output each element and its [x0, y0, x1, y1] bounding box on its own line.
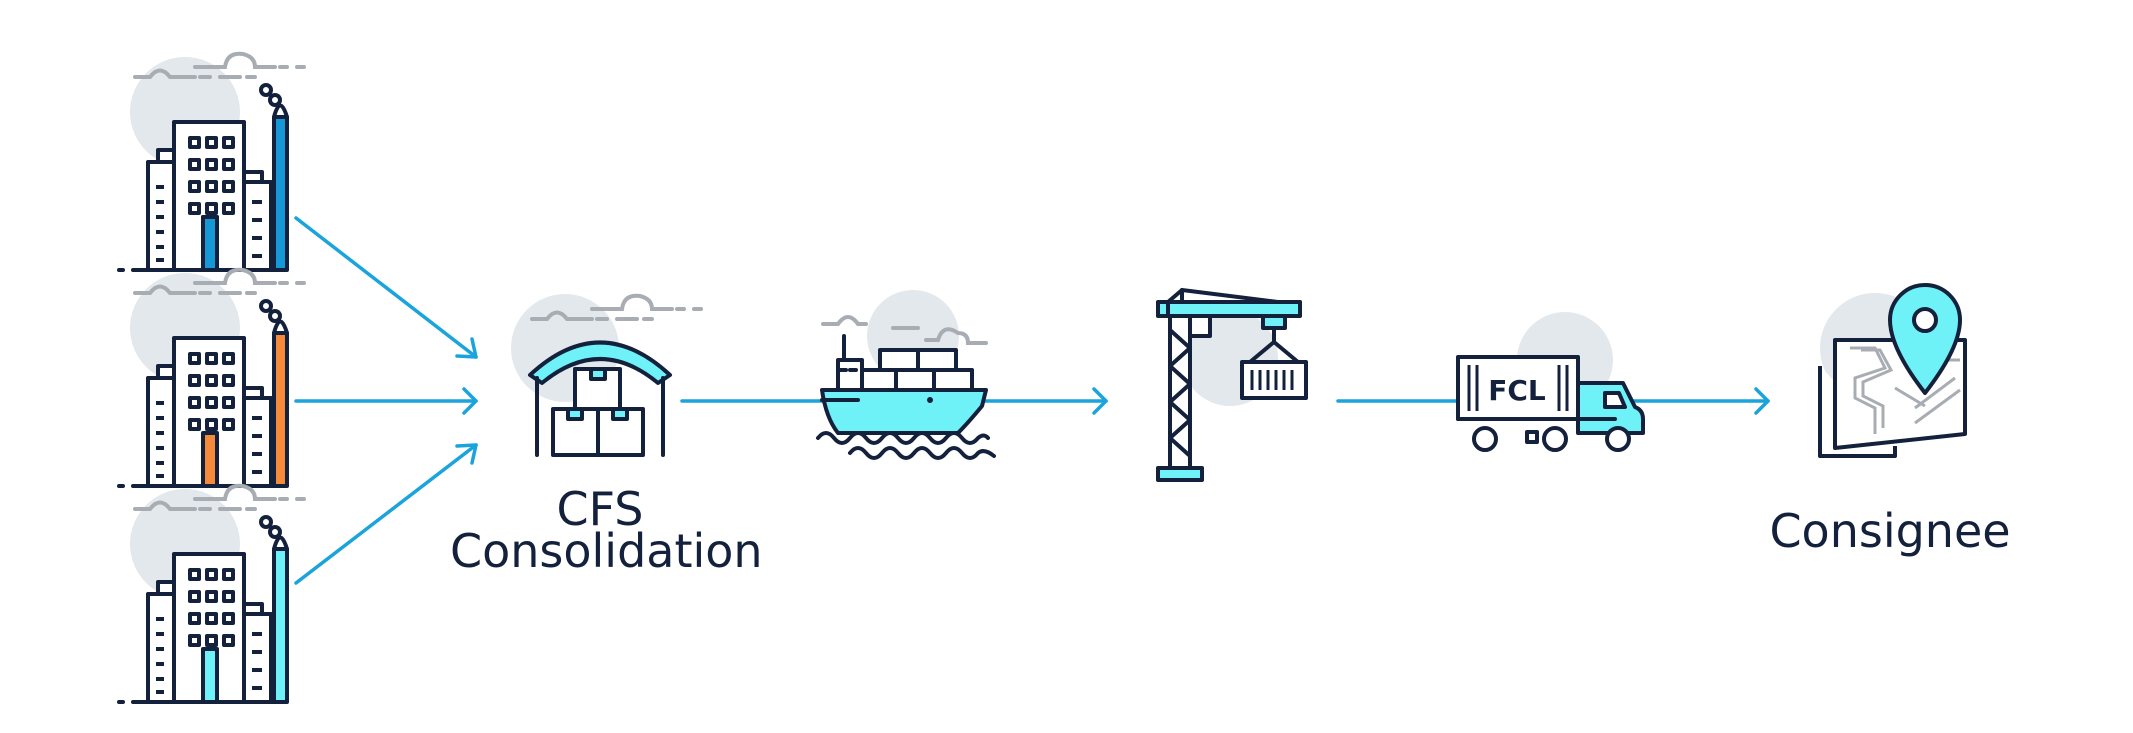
arrow-factory2-to-cfs	[294, 387, 478, 415]
factory-icon	[117, 267, 306, 488]
map-location-pin-icon	[1818, 283, 1967, 458]
factory-icon	[117, 483, 306, 704]
container-ship-icon	[816, 290, 996, 460]
cfs-consolidation-label: CFS Consolidation	[430, 482, 770, 578]
fcl-truck-icon: FCL	[1456, 312, 1645, 452]
arrow-port-to-consignee	[1336, 387, 1770, 415]
warehouse-icon	[511, 293, 703, 457]
cfs-label-text: CFS Consolidation	[450, 482, 763, 578]
arrow-factory1-to-cfs	[294, 216, 478, 359]
factory-icon	[117, 51, 306, 272]
consignee-label-text: Consignee	[1769, 504, 2011, 558]
consignee-label: Consignee	[1760, 508, 2020, 554]
port-crane-icon	[1156, 288, 1308, 482]
truck-fcl-label: FCL	[1488, 374, 1546, 407]
arrow-factory3-to-cfs	[294, 443, 478, 585]
